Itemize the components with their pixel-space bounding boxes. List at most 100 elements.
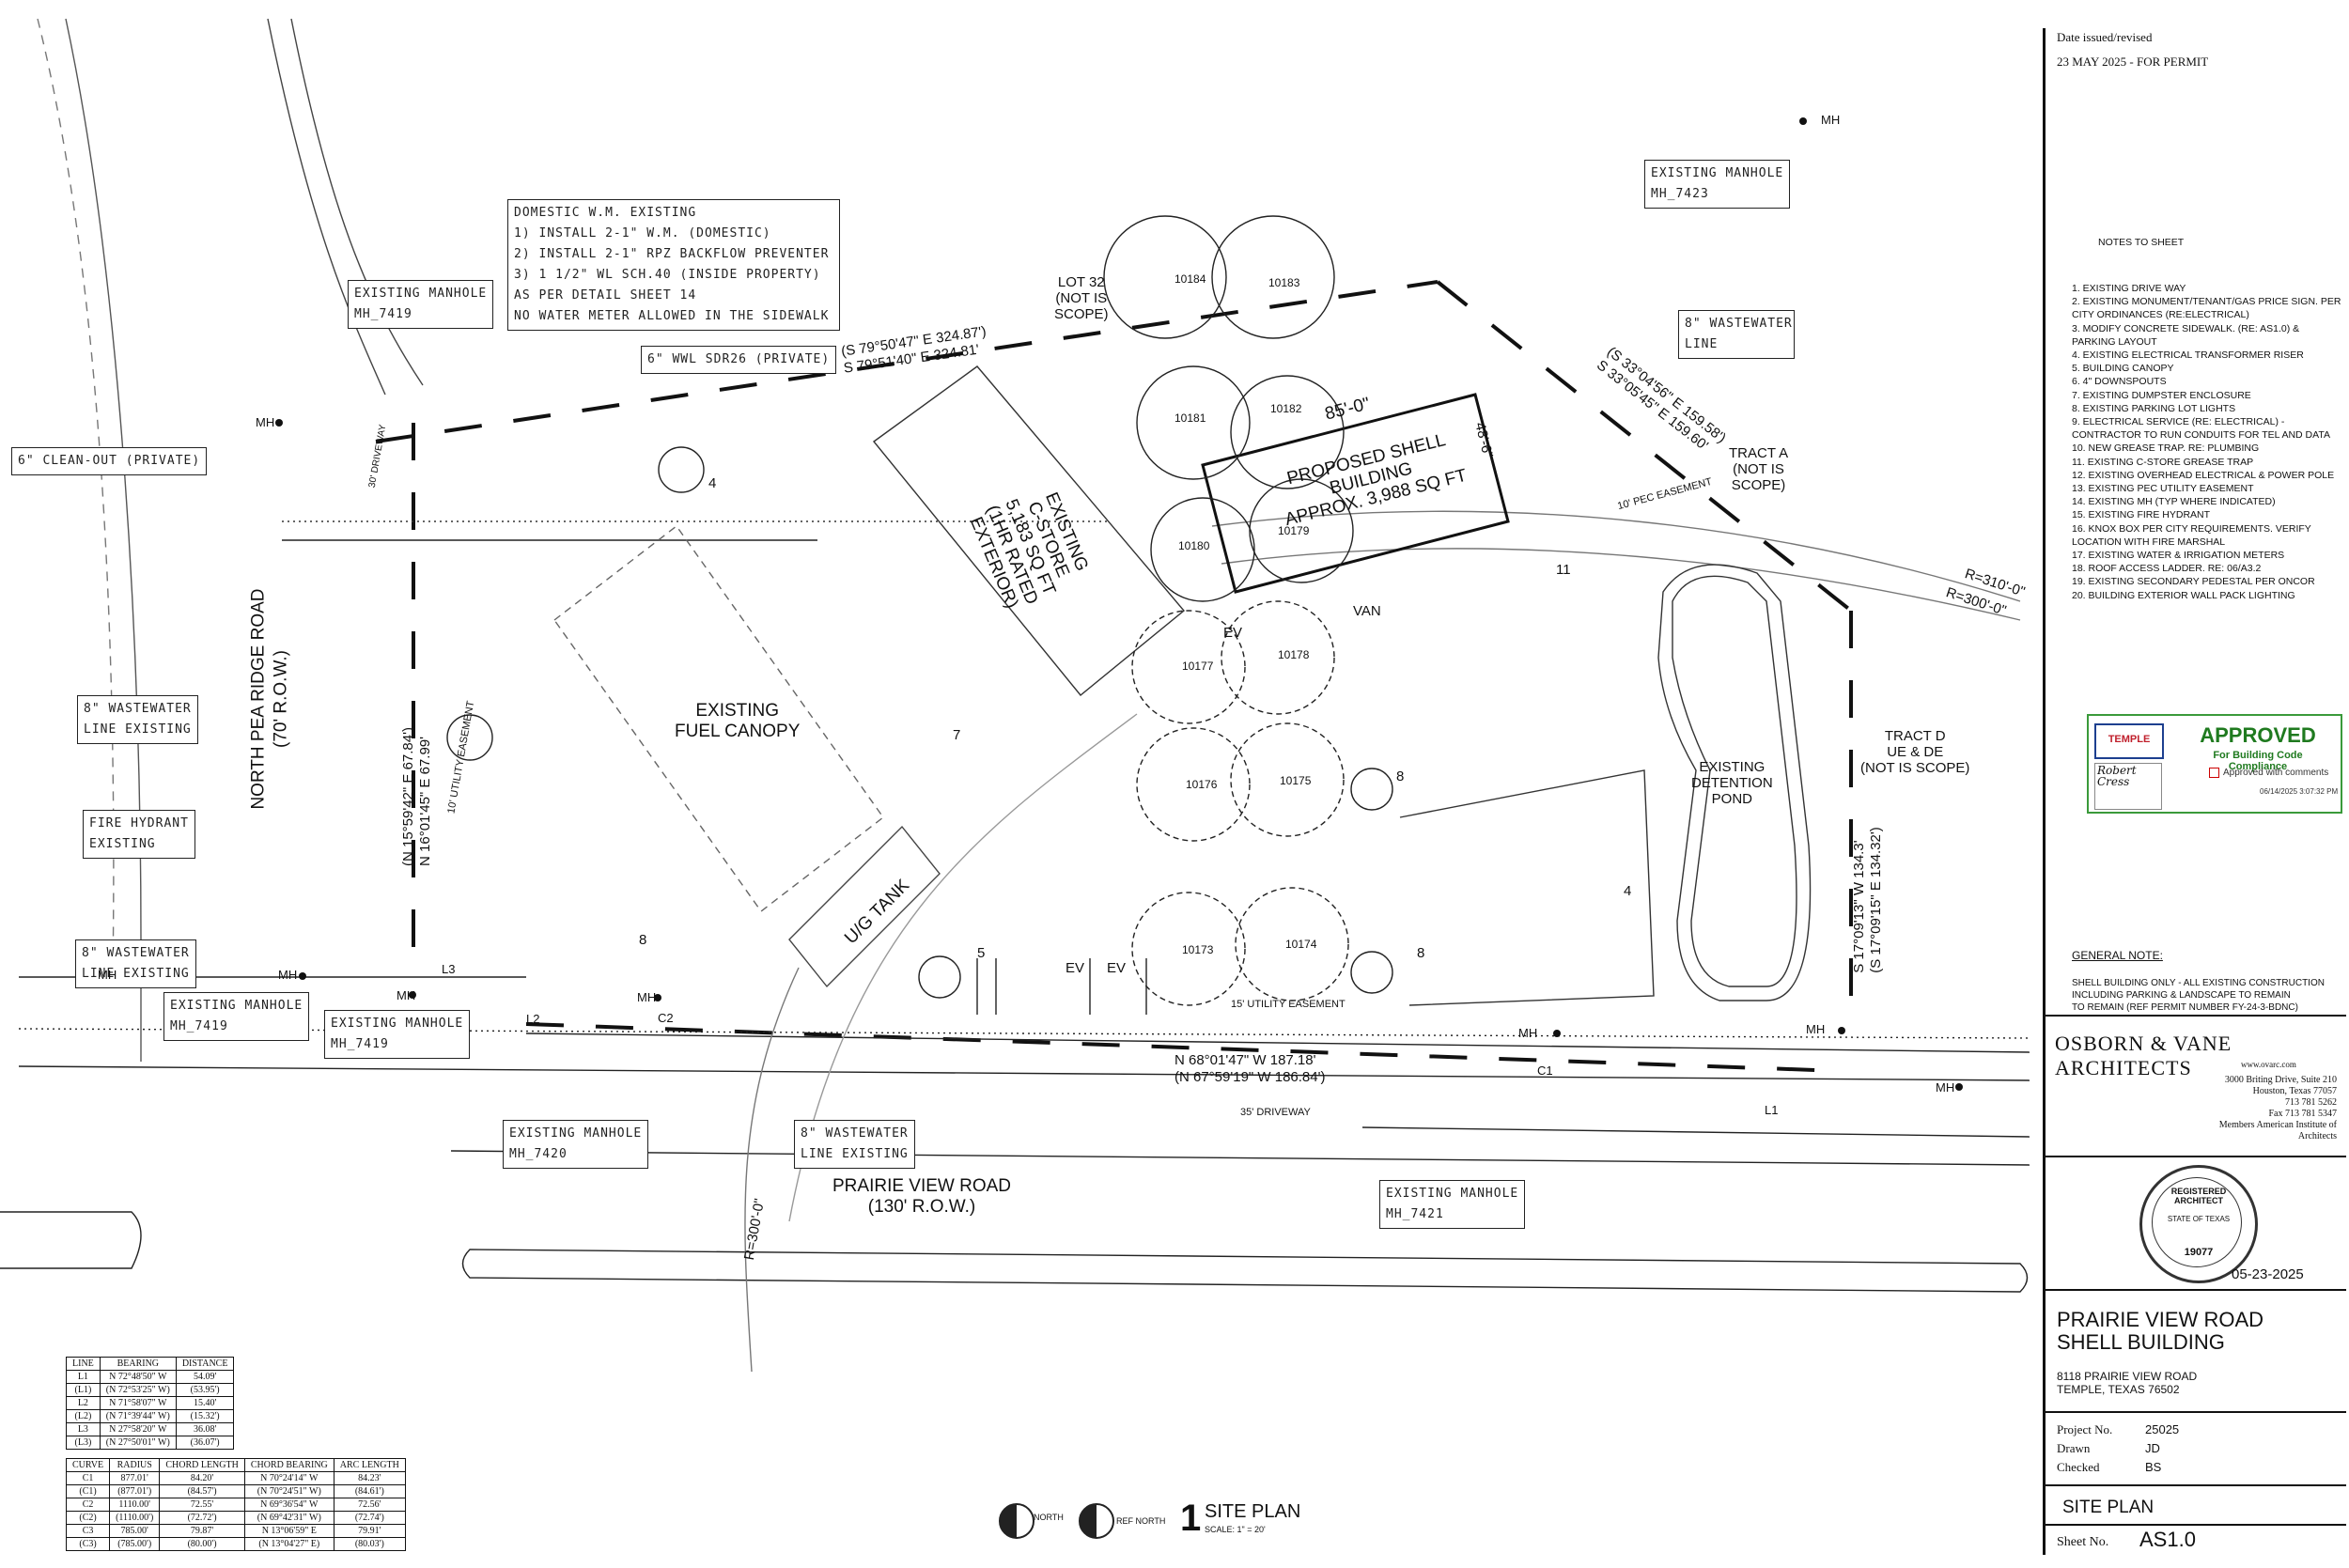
tree-number: 10174 bbox=[1285, 938, 1317, 951]
firm-address: 3000 Briting Drive, Suite 210 Houston, T… bbox=[2218, 1075, 2337, 1141]
project-title-1: PRAIRIE VIEW ROAD bbox=[2057, 1308, 2264, 1331]
list-item: 13. EXISTING PEC UTILITY EASEMENT bbox=[2072, 483, 2254, 495]
list-item: 20. BUILDING EXTERIOR WALL PACK LIGHTING bbox=[2072, 589, 2295, 601]
north-road-label: NORTH PEA RIDGE ROAD (70' R.O.W.) bbox=[248, 588, 291, 810]
mh-label: MH bbox=[1518, 1026, 1538, 1040]
callout-wwl-sdr26: 6" WWL SDR26 (PRIVATE) bbox=[641, 346, 837, 374]
stall-count: 8 bbox=[1396, 768, 1405, 784]
list-item: 16. KNOX BOX PER CITY REQUIREMENTS. VERI… bbox=[2072, 522, 2311, 535]
callout-mh-7419-top: EXISTING MANHOLE MH_7419 bbox=[348, 280, 494, 329]
view-title: SITE PLAN bbox=[1205, 1501, 1301, 1522]
view-scale: SCALE: 1" = 20' bbox=[1205, 1525, 1266, 1534]
curve-table-header: ARC LENGTH bbox=[333, 1458, 406, 1472]
line-table-header: LINE bbox=[66, 1357, 101, 1371]
reviewer-signature: Robert Cress bbox=[2094, 763, 2162, 810]
tree-number: 10180 bbox=[1178, 539, 1210, 552]
driveway-35: 35' DRIVEWAY bbox=[1240, 1107, 1311, 1118]
mh-label: MH bbox=[1806, 1022, 1826, 1036]
seal-number: 19077 bbox=[2184, 1247, 2214, 1258]
list-item: 15. EXISTING FIRE HYDRANT bbox=[2072, 509, 2211, 521]
list-item: 11. EXISTING C-STORE GREASE TRAP bbox=[2072, 456, 2254, 468]
mh-label: MH bbox=[637, 990, 657, 1004]
curve-table-header: RADIUS bbox=[109, 1458, 161, 1472]
tree-number: 10177 bbox=[1182, 660, 1214, 673]
callout-mh-7421: EXISTING MANHOLE MH_7421 bbox=[1379, 1180, 1526, 1229]
drawn-label: Drawn bbox=[2057, 1441, 2091, 1455]
stall-count: 8 bbox=[639, 932, 647, 948]
callout-ww-existing-1: 8" WASTEWATER LINE EXISTING bbox=[77, 695, 198, 744]
callout-mh-7419-a: EXISTING MANHOLE MH_7419 bbox=[163, 992, 310, 1041]
date-value: 23 MAY 2025 - FOR PERMIT bbox=[2057, 54, 2209, 69]
bearing-right: S 17°09'13" W 134.3' (S 17°09'15" E 134.… bbox=[1850, 827, 1884, 973]
general-note: SHELL BUILDING ONLY - ALL EXISTING CONST… bbox=[2072, 978, 2325, 1013]
curve-table-header: CHORD BEARING bbox=[243, 1458, 334, 1472]
curve-table-header: CURVE bbox=[65, 1458, 111, 1472]
list-item: LOCATION WITH FIRE MARSHAL bbox=[2072, 536, 2226, 548]
callout-ww-existing-3: 8" WASTEWATER LINE EXISTING bbox=[794, 1120, 915, 1169]
list-item: 5. BUILDING CANOPY bbox=[2072, 363, 2174, 375]
list-item: 9. ELECTRICAL SERVICE (RE: ELECTRICAL) - bbox=[2072, 416, 2285, 428]
general-note-title: GENERAL NOTE: bbox=[2072, 949, 2163, 962]
notes-title: NOTES TO SHEET bbox=[2098, 237, 2185, 248]
tree-number: 10179 bbox=[1278, 524, 1310, 537]
bearing-left: (N 15°59'42" E 67.84') N 16°01'45" E 67.… bbox=[399, 727, 433, 866]
project-address-2: TEMPLE, TEXAS 76502 bbox=[2057, 1383, 2180, 1396]
list-item: 18. ROOF ACCESS LADDER. RE: 06/A3.2 bbox=[2072, 563, 2262, 575]
stall-count: 7 bbox=[953, 727, 961, 743]
tree-number: 10183 bbox=[1268, 276, 1300, 289]
tree-number: 10184 bbox=[1174, 272, 1206, 286]
list-item: 3. MODIFY CONCRETE SIDEWALK. (RE: AS1.0)… bbox=[2072, 322, 2300, 334]
seal-state: STATE OF TEXAS bbox=[2167, 1215, 2231, 1223]
stamp-date: 06/14/2025 3:07:32 PM bbox=[2260, 787, 2339, 796]
notes-to-sheet-list: 1. EXISTING DRIVE WAY 2. EXISTING MONUME… bbox=[2072, 282, 2341, 602]
table-row: (L1)(N 72°53'25" W)(53.95') bbox=[66, 1383, 235, 1397]
callout-cleanout: 6" CLEAN-OUT (PRIVATE) bbox=[11, 447, 208, 475]
sheet-title: SITE PLAN bbox=[2062, 1498, 2155, 1517]
line-table-header: DISTANCE bbox=[175, 1357, 235, 1371]
prairie-road-label: PRAIRIE VIEW ROAD (130' R.O.W.) bbox=[832, 1176, 1012, 1217]
callout-mh-7419-b: EXISTING MANHOLE MH_7419 bbox=[324, 1010, 471, 1059]
stall-count: 4 bbox=[708, 475, 717, 491]
date-label: Date issued/revised bbox=[2057, 30, 2153, 44]
tree-number: 10181 bbox=[1174, 411, 1206, 425]
mh-label: MH bbox=[1936, 1080, 1955, 1094]
sheet-no: AS1.0 bbox=[2139, 1528, 2196, 1551]
curve-table-header: CHORD LENGTH bbox=[159, 1458, 245, 1472]
point-c2: C2 bbox=[658, 1011, 674, 1025]
table-row: (C3)(785.00')(80.00')(N 13°04'27" E)(80.… bbox=[65, 1537, 406, 1551]
detention-pond-label: EXISTING DETENTION POND bbox=[1691, 759, 1773, 807]
line-table-header: BEARING bbox=[99, 1357, 177, 1371]
approval-stamp: TEMPLE APPROVED For Building Code Compli… bbox=[2087, 714, 2342, 814]
list-item: 2. EXISTING MONUMENT/TENANT/GAS PRICE SI… bbox=[2072, 296, 2341, 308]
seal-date: 05-23-2025 bbox=[2232, 1266, 2304, 1282]
stall-count: 5 bbox=[977, 945, 986, 961]
tree-number: 10178 bbox=[1278, 648, 1310, 661]
ref-north-arrow-icon bbox=[1079, 1503, 1114, 1539]
title-block: Date issued/revised 23 MAY 2025 - FOR PE… bbox=[2043, 28, 2346, 1555]
utility-easement-15: 15' UTILITY EASEMENT bbox=[1231, 999, 1346, 1010]
callout-mh-7423: EXISTING MANHOLE MH_7423 bbox=[1644, 160, 1791, 209]
tree-number: 10182 bbox=[1270, 402, 1302, 415]
ev-label-2: EV bbox=[1107, 960, 1127, 976]
ev-label-3: EV bbox=[1223, 625, 1243, 641]
project-no: 25025 bbox=[2145, 1422, 2180, 1436]
mh-label: MH bbox=[98, 968, 117, 982]
sheet-no-label: Sheet No. bbox=[2057, 1535, 2109, 1549]
project-no-label: Project No. bbox=[2057, 1422, 2113, 1436]
project-title-2: SHELL BUILDING bbox=[2057, 1330, 2225, 1354]
callout-domestic-water-meter: DOMESTIC W.M. EXISTING 1) INSTALL 2-1" W… bbox=[507, 199, 840, 331]
mh-label: MH bbox=[397, 988, 416, 1002]
checked-value: BS bbox=[2145, 1460, 2162, 1474]
list-item: 1. EXISTING DRIVE WAY bbox=[2072, 283, 2186, 294]
fuel-canopy-label: EXISTING FUEL CANOPY bbox=[675, 701, 801, 741]
list-item: 4. EXISTING ELECTRICAL TRANSFORMER RISER bbox=[2072, 349, 2304, 362]
firm-web: www.ovarc.com bbox=[2241, 1060, 2296, 1069]
list-item: CONTRACTOR TO RUN CONDUITS FOR TEL AND D… bbox=[2072, 429, 2330, 442]
point-c1: C1 bbox=[1537, 1063, 1553, 1078]
architect-seal: REGISTERED ARCHITECT STATE OF TEXAS 1907… bbox=[2139, 1165, 2258, 1283]
